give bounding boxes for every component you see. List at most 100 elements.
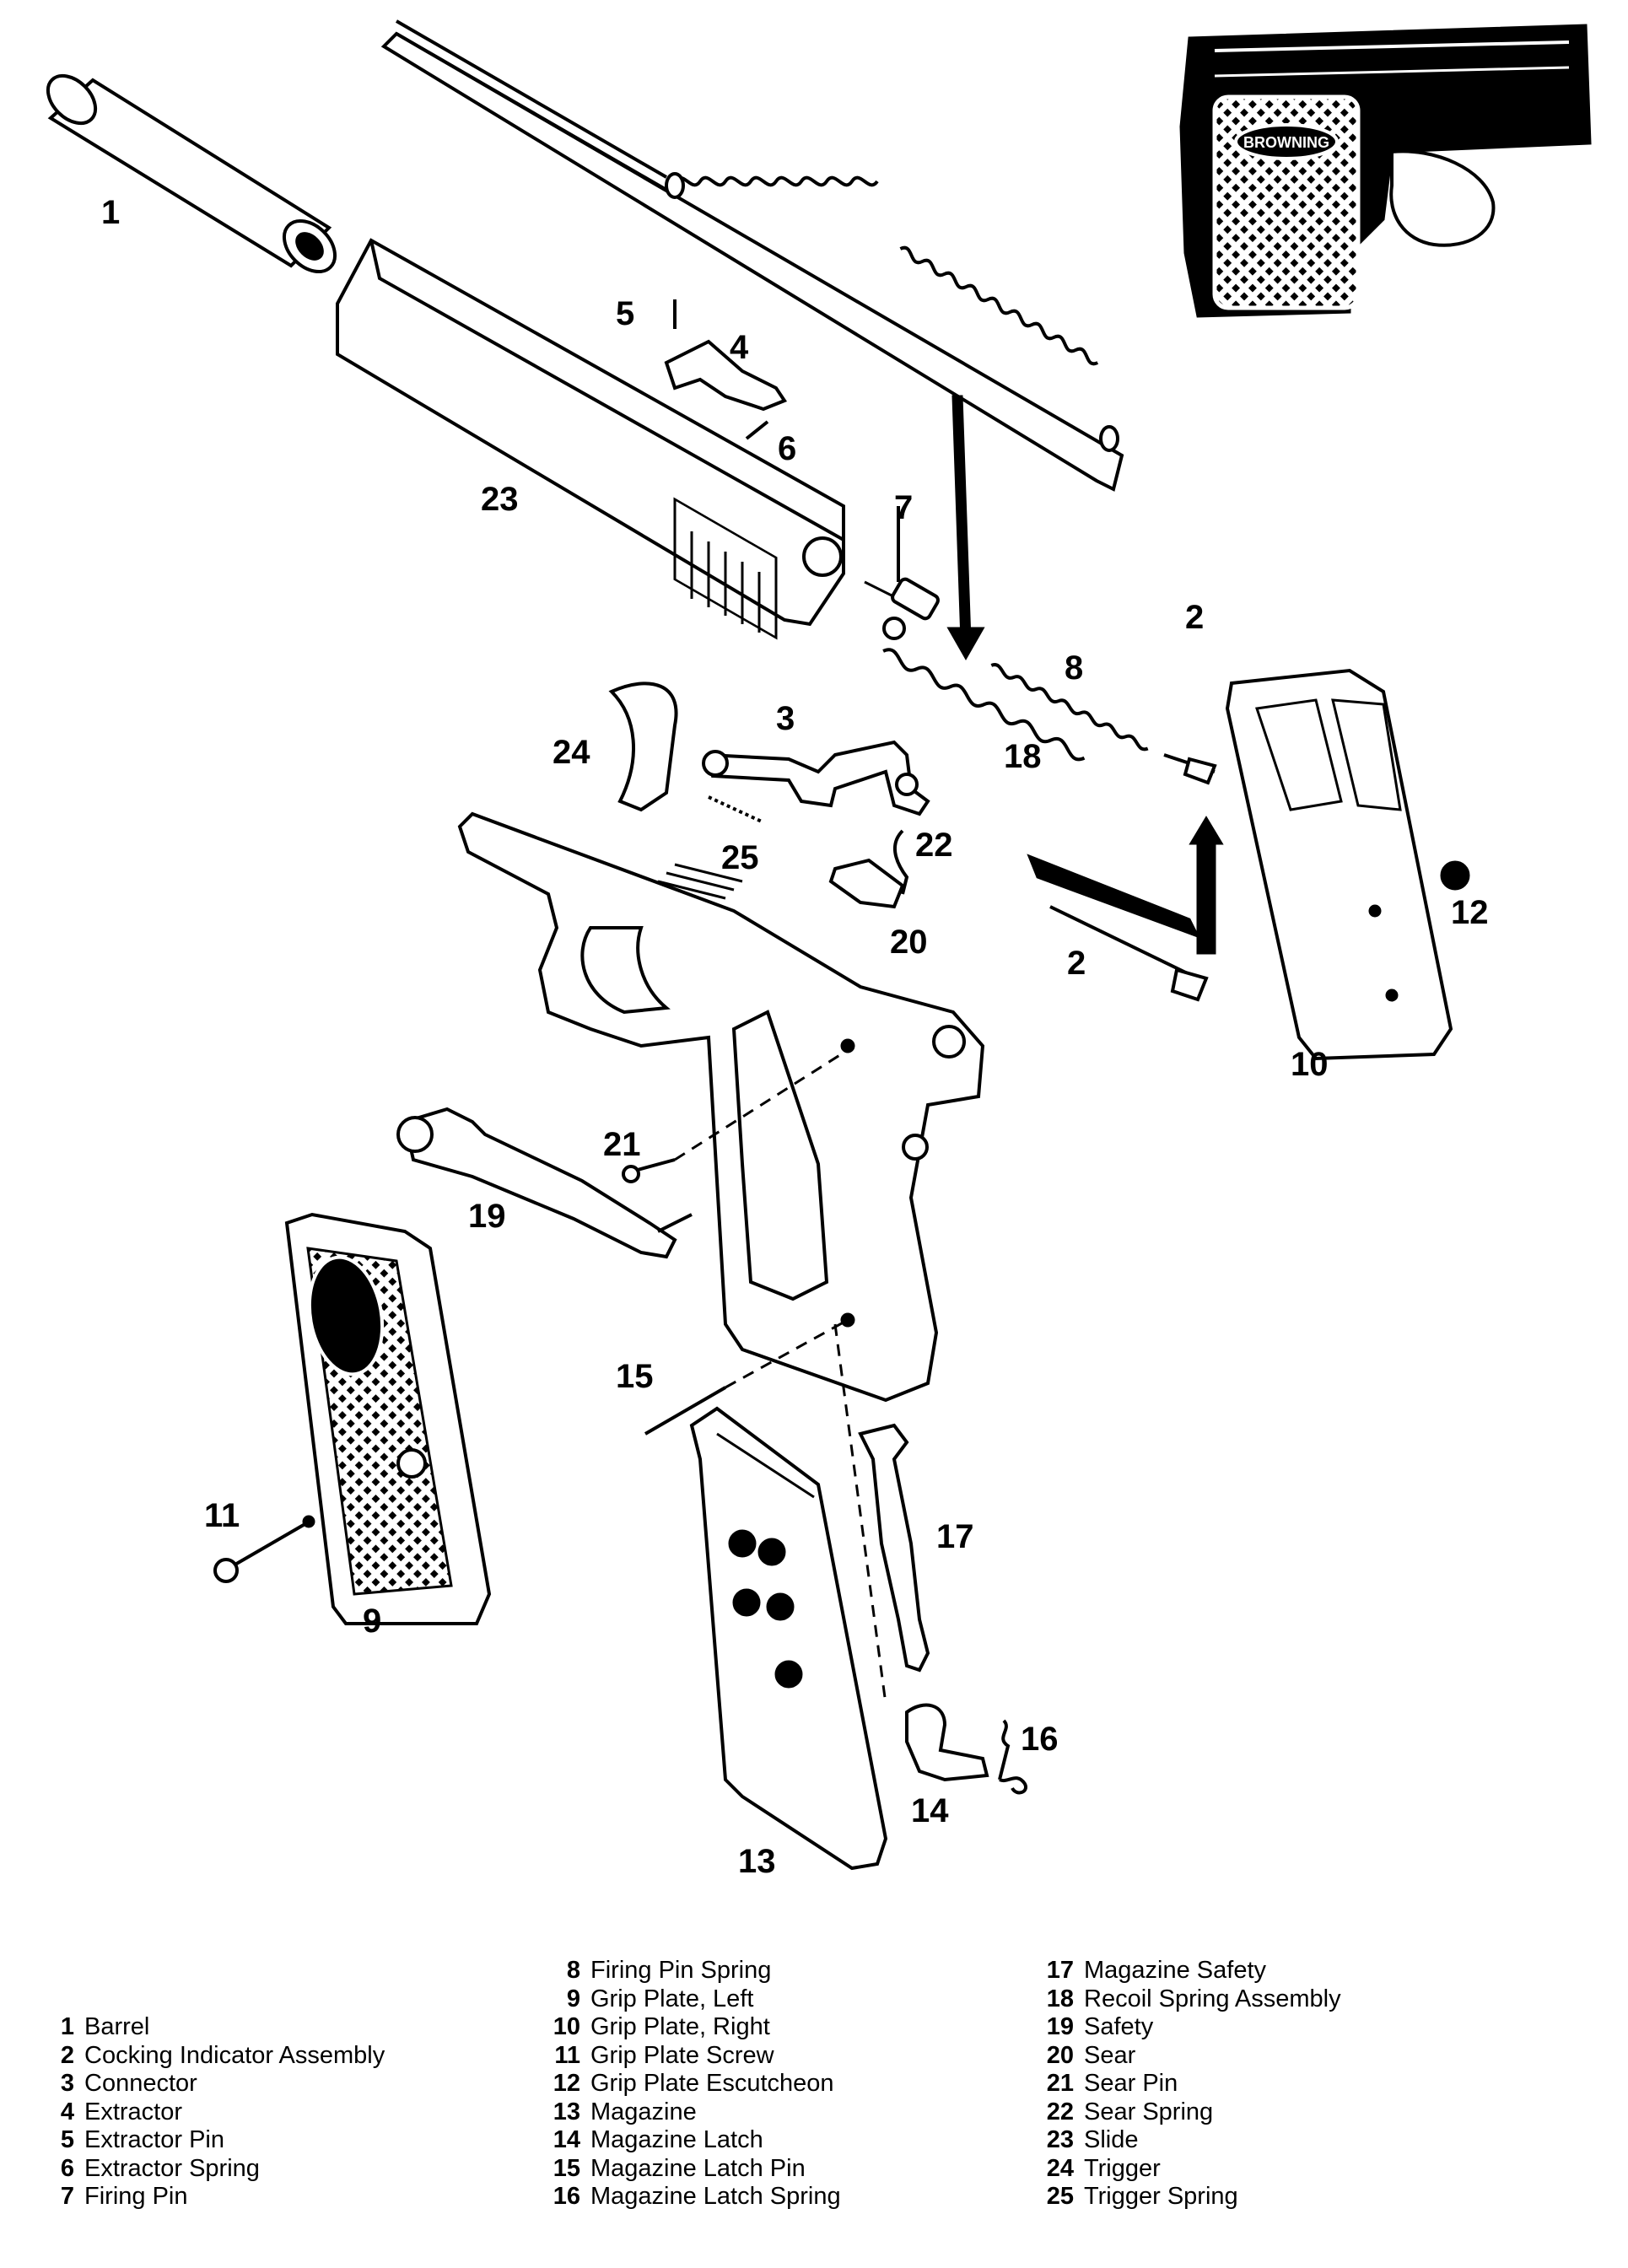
legend-number: 11 [554, 2041, 580, 2069]
legend-row: 9 Grip Plate, Left [540, 1985, 841, 2014]
callout-16: 16 [1021, 1721, 1059, 1758]
callout-6: 6 [778, 430, 796, 467]
legend-name: Slide [1084, 2126, 1139, 2153]
callout-17: 17 [936, 1518, 974, 1555]
callout-22: 22 [915, 827, 953, 864]
emblem-label: BROWNING [1243, 134, 1329, 151]
magazine-safety-part [858, 1423, 930, 1673]
callout-7: 7 [894, 489, 913, 526]
legend-name: Extractor [84, 2098, 183, 2125]
legend-name: Sear Spring [1084, 2098, 1214, 2125]
legend-number: 16 [553, 2183, 580, 2210]
callout-24: 24 [553, 734, 590, 771]
legend-row: 19 Safety [1033, 2013, 1341, 2042]
callout-5: 5 [616, 295, 634, 332]
legend-name: Grip Plate, Left [590, 1985, 754, 2012]
legend-name: Grip Plate Screw [590, 2041, 774, 2069]
extractor-assembly [664, 299, 788, 440]
legend-name: Extractor Pin [84, 2126, 224, 2153]
guide-rod-assembly [380, 19, 1124, 661]
legend-row: 24 Trigger [1033, 2155, 1341, 2184]
legend-number: 15 [553, 2154, 580, 2182]
callout-13: 13 [738, 1843, 776, 1880]
sear-pin-part [622, 1048, 849, 1183]
callout-23: 23 [481, 481, 519, 518]
legend-number: 20 [1046, 2041, 1074, 2069]
legend-row: 1 Barrel [34, 2013, 385, 2042]
connector-part [702, 740, 930, 816]
legend-number: 24 [1046, 2154, 1074, 2182]
legend-number: 10 [553, 2013, 580, 2040]
legend-number: 22 [1046, 2098, 1074, 2125]
legend-row: 23 Slide [1033, 2126, 1341, 2155]
legend-number: 5 [60, 2126, 74, 2153]
legend-name: Magazine [590, 2098, 697, 2125]
legend-number: 7 [60, 2183, 74, 2210]
legend-row: 5 Extractor Pin [34, 2126, 385, 2155]
legend-number: 21 [1046, 2070, 1074, 2097]
legend-number: 13 [553, 2098, 580, 2125]
callout-19: 19 [468, 1198, 506, 1235]
legend-name: Barrel [84, 2013, 150, 2040]
legend-row: 21 Sear Pin [1033, 2070, 1341, 2098]
legend-row: 8 Firing Pin Spring [540, 1957, 841, 1985]
legend-row: 18 Recoil Spring Assembly [1033, 1985, 1341, 2014]
legend-name: Cocking Indicator Assembly [84, 2041, 385, 2069]
legend-row: 20 Sear [1033, 2042, 1341, 2071]
callout-2-lower: 2 [1067, 945, 1086, 982]
legend-number: 3 [60, 2070, 74, 2097]
legend-number: 23 [1046, 2126, 1074, 2153]
legend-name: Firing Pin Spring [590, 1957, 772, 1984]
callout-14: 14 [911, 1792, 949, 1829]
callout-15: 15 [616, 1358, 654, 1395]
grip-plate-screw-part [213, 1515, 315, 1583]
legend-name: Extractor Spring [84, 2154, 260, 2182]
legend-name: Trigger [1084, 2154, 1161, 2182]
legend-name: Grip Plate Escutcheon [590, 2070, 834, 2097]
legend-name: Sear Pin [1084, 2070, 1178, 2097]
callout-20: 20 [890, 924, 928, 961]
trigger-part [608, 681, 764, 824]
legend-row: 22 Sear Spring [1033, 2098, 1341, 2127]
magazine-latch-spring-part [998, 1719, 1027, 1795]
callout-8: 8 [1065, 649, 1083, 687]
legend-name: Recoil Spring Assembly [1084, 1985, 1341, 2012]
callout-11: 11 [204, 1497, 240, 1534]
magazine-part [689, 1406, 888, 1871]
legend-number: 18 [1046, 1985, 1074, 2012]
safety-part [396, 1107, 693, 1259]
legend-row: 13 Magazine [540, 2098, 841, 2127]
legend-number: 19 [1046, 2013, 1074, 2040]
grip-plate-escutcheon-part [1440, 860, 1470, 891]
legend-name: Grip Plate, Right [590, 2013, 770, 2040]
callout-25: 25 [721, 839, 759, 876]
callout-10: 10 [1291, 1046, 1329, 1083]
barrel-part [46, 73, 337, 274]
assembled-pistol-illustration: BROWNING [1179, 24, 1592, 318]
cocking-indicator-parts [1027, 753, 1224, 1002]
legend-number: 9 [566, 1985, 580, 2012]
callout-2-upper: 2 [1185, 599, 1204, 636]
callout-3: 3 [776, 700, 795, 737]
legend-name: Sear [1084, 2041, 1136, 2069]
legend-name: Safety [1084, 2013, 1154, 2040]
legend-number: 8 [566, 1957, 580, 1984]
legend-name: Trigger Spring [1084, 2183, 1238, 2210]
frame-part [457, 811, 985, 1403]
legend-number: 1 [60, 2013, 74, 2040]
legend-name: Magazine Safety [1084, 1957, 1267, 1984]
